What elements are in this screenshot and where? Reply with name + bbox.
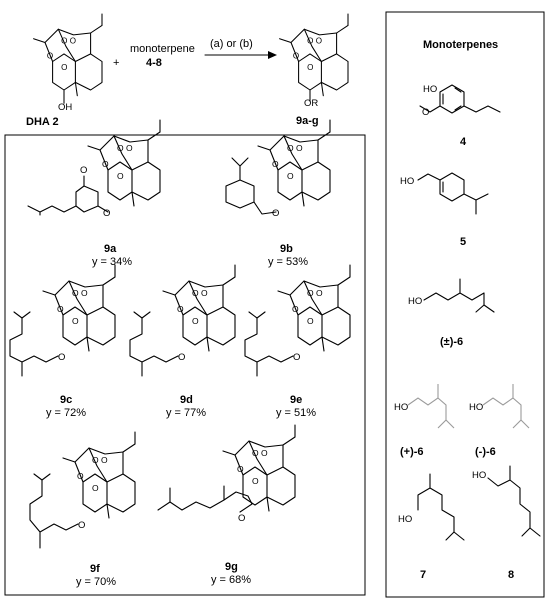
compound-9a-structure: O O xyxy=(27,119,161,219)
svg-text:O: O xyxy=(178,352,185,363)
compound-4-structure xyxy=(419,84,501,114)
monoterpenes-title: Monoterpenes xyxy=(423,39,498,51)
compound-9g-yield: y = 68% xyxy=(211,574,251,586)
products-panel xyxy=(4,134,366,596)
compound-9b-yield: y = 53% xyxy=(268,256,308,268)
monoterpenes-panel xyxy=(385,11,545,598)
product-label: 9a-g xyxy=(296,115,319,127)
compound-9d-yield: y = 77% xyxy=(166,407,206,419)
svg-text:O: O xyxy=(78,520,85,531)
compound-9g-structure: O xyxy=(157,424,296,524)
compound-4-label: 4 xyxy=(460,136,467,148)
compound-8-structure xyxy=(487,465,541,537)
compound-9g-label: 9g xyxy=(225,561,238,573)
compound-5-structure xyxy=(417,172,489,215)
svg-text:O: O xyxy=(293,352,300,363)
compound-6-minus-structure xyxy=(482,384,530,429)
compound-9d-label: 9d xyxy=(180,394,193,406)
svg-text:O: O xyxy=(103,208,110,219)
compound-9f-structure: O xyxy=(29,431,136,549)
compound-6-plus-ho: HO xyxy=(394,402,408,413)
product-or-label: OR xyxy=(304,98,318,109)
compound-9f-yield: y = 70% xyxy=(76,576,116,588)
compound-9d-structure: O xyxy=(129,264,236,377)
svg-text:O: O xyxy=(80,165,87,176)
compound-9b-structure: O xyxy=(225,119,331,219)
compound-6-minus-label: (-)-6 xyxy=(475,446,496,458)
compound-9c-yield: y = 72% xyxy=(46,407,86,419)
compound-6-racemic-structure xyxy=(423,278,495,313)
reaction-conditions: (a) or (b) xyxy=(210,38,253,50)
compound-9b-label: 9b xyxy=(280,243,293,255)
compound-6-racemic-label: (±)-6 xyxy=(440,336,463,348)
compound-9e-structure: O xyxy=(244,264,351,377)
compound-5-label: 5 xyxy=(460,236,466,248)
compound-6-plus-label: (+)-6 xyxy=(400,446,424,458)
reaction-arrowhead xyxy=(268,51,277,59)
compound-9f-label: 9f xyxy=(90,563,100,575)
compound-9c-label: 9c xyxy=(60,394,72,406)
product-structure xyxy=(279,13,349,102)
compound-9a-yield: y = 34% xyxy=(92,256,132,268)
compound-7-structure xyxy=(417,473,465,541)
compound-4-ho: HO xyxy=(423,84,437,95)
svg-text:O: O xyxy=(58,352,65,363)
compound-4-o: O xyxy=(422,107,429,118)
compound-9e-label: 9e xyxy=(290,394,302,406)
compound-6-minus-ho: HO xyxy=(469,402,483,413)
compound-7-label: 7 xyxy=(420,569,426,581)
compound-6-plus-structure xyxy=(407,384,455,429)
plus-sign: + xyxy=(113,57,119,69)
dha-label: DHA 2 xyxy=(26,116,59,128)
compound-8-ho: HO xyxy=(472,470,486,481)
compound-7-ho: HO xyxy=(398,514,412,525)
compound-9c-structure: O xyxy=(9,264,116,377)
compound-6-racemic-ho: HO xyxy=(408,296,422,307)
reagent-name: monoterpene xyxy=(130,43,195,55)
compound-8-label: 8 xyxy=(508,569,514,581)
reagent-numbers: 4-8 xyxy=(146,57,162,69)
svg-text:O: O xyxy=(272,208,279,219)
dha-structure xyxy=(33,13,103,104)
dha-oh-label: OH xyxy=(58,102,72,113)
compound-5-ho: HO xyxy=(400,176,414,187)
compound-9e-yield: y = 51% xyxy=(276,407,316,419)
svg-text:O: O xyxy=(238,513,245,524)
compound-9a-label: 9a xyxy=(104,243,117,255)
